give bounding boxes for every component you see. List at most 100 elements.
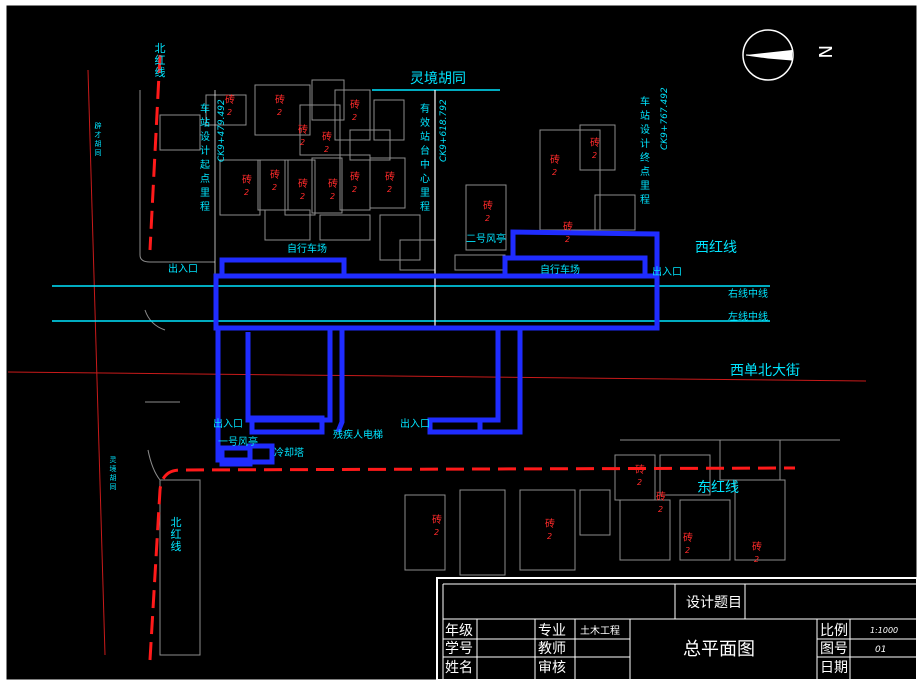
building-outline	[334, 89, 371, 141]
vertical-label-char: 线	[171, 539, 182, 553]
accessible-elevator: 残疾人电梯	[333, 428, 383, 441]
building-outline	[159, 114, 201, 151]
student-no-label: 学号	[445, 641, 473, 657]
building-mark: 砖	[563, 220, 573, 233]
building-outline	[594, 194, 636, 231]
vertical-label-char: 台	[420, 144, 430, 157]
vertical-label-char: 终	[640, 151, 650, 164]
vertical-label-char: 设	[640, 124, 650, 136]
vertical-label-char: 站	[640, 109, 650, 122]
vertical-label-char: 胡	[95, 139, 102, 148]
major-value: 土木工程	[580, 624, 620, 637]
building-floor: 2	[277, 108, 282, 117]
building-outline	[579, 489, 611, 536]
building-mark: 砖	[350, 170, 360, 183]
building-mark: 砖	[270, 168, 280, 181]
building-floor: 2	[552, 168, 557, 177]
title-block-bg	[436, 577, 918, 681]
east-red-line-label: 东红线	[697, 480, 739, 496]
building-mark: 砖	[752, 540, 762, 553]
north-east-concourse	[502, 255, 648, 279]
north-arrow-head-icon	[746, 50, 792, 60]
vertical-label-char: 红	[171, 528, 182, 541]
building-floor: 2	[387, 185, 392, 194]
building-outline	[299, 104, 341, 156]
road-curve	[144, 309, 166, 331]
building-outline	[349, 129, 391, 161]
building-floor: 2	[300, 138, 305, 147]
building-mark: 砖	[298, 123, 308, 136]
building-outline	[659, 454, 711, 496]
building-floor: 2	[547, 532, 552, 541]
vertical-label-char: 心	[420, 173, 430, 185]
entrance-box-s	[427, 417, 483, 435]
vertical-label-char: 胡	[110, 473, 117, 482]
building-outline	[284, 159, 316, 216]
road-curve	[147, 449, 161, 481]
vertical-label-char: 程	[200, 201, 210, 213]
chainage-label: CK9+767.492	[660, 87, 670, 150]
vertical-label-char: 线	[155, 65, 166, 79]
building-floor: 2	[244, 188, 249, 197]
north-arrow-circle	[742, 29, 794, 81]
scale-label: 比例	[820, 623, 848, 639]
vertical-label-char: 境	[110, 464, 117, 473]
right-track-label: 右线中线	[728, 287, 768, 300]
vertical-label-char: 辟	[95, 121, 102, 130]
building-floor: 2	[330, 192, 335, 201]
date-label: 日期	[820, 660, 848, 676]
building-floor: 2	[352, 185, 357, 194]
title-block: 设计题目 总平面图 年级 学号 姓名 专业 土木工程 教师 审核 比例 1:10…	[436, 577, 918, 681]
vertical-label-char: 北	[171, 516, 182, 529]
building-mark: 砖	[683, 531, 693, 544]
major-label: 专业	[538, 623, 566, 639]
vertical-label-char: 才	[95, 130, 102, 139]
building-mark: 砖	[483, 199, 493, 212]
building-mark: 砖	[275, 93, 285, 106]
wind-pavilion-2: 二号风亭	[466, 232, 506, 245]
teacher-label: 教师	[538, 641, 566, 657]
building-outline	[459, 489, 506, 576]
vertical-label-char: 车	[640, 95, 650, 108]
north-west-concourse	[219, 257, 347, 279]
building-outline	[311, 157, 343, 214]
station-box	[213, 273, 660, 331]
name-label: 姓名	[445, 660, 473, 676]
vertical-label-char: 灵	[110, 456, 117, 464]
building-floor: 2	[272, 183, 277, 192]
vertical-label-char: 点	[640, 166, 650, 178]
vertical-label-char: 北	[155, 42, 166, 55]
labels: 灵境胡同 西单北大街 西红线 东红线 右线中线 左线中线 自行车场 自行车场 出…	[168, 71, 800, 496]
drawing-no-label: 图号	[820, 641, 848, 657]
scale-value: 1:1000	[870, 626, 898, 635]
entrance-s: 出入口	[400, 417, 430, 430]
building-floor: 2	[592, 151, 597, 160]
west-street-line	[87, 69, 106, 656]
vertical-label-char: 站	[420, 130, 430, 143]
building-mark: 砖	[298, 177, 308, 190]
building-floor: 2	[300, 192, 305, 201]
left-track-label: 左线中线	[728, 310, 768, 323]
entrance-sw: 出入口	[213, 417, 243, 430]
building-mark: 砖	[328, 177, 338, 190]
building-outline	[579, 124, 616, 171]
building-outline	[373, 99, 405, 141]
vertical-label-char: 起	[200, 159, 210, 171]
building-mark: 砖	[545, 517, 555, 530]
building-outline	[519, 489, 576, 571]
building-outline	[539, 129, 601, 231]
street-lines	[7, 69, 867, 656]
building-outline	[264, 209, 311, 241]
vertical-label-char: 站	[200, 116, 210, 129]
building-outline	[219, 159, 261, 216]
vertical-label-char: 里	[200, 187, 210, 199]
building-mark: 砖	[432, 513, 442, 526]
vertical-label-char: 里	[640, 180, 650, 192]
building-floor: 2	[658, 505, 663, 514]
building-mark: 砖	[350, 98, 360, 111]
entrance-nw: 出入口	[168, 262, 198, 275]
design-topic-label: 设计题目	[686, 595, 742, 611]
building-mark: 砖	[590, 136, 600, 149]
